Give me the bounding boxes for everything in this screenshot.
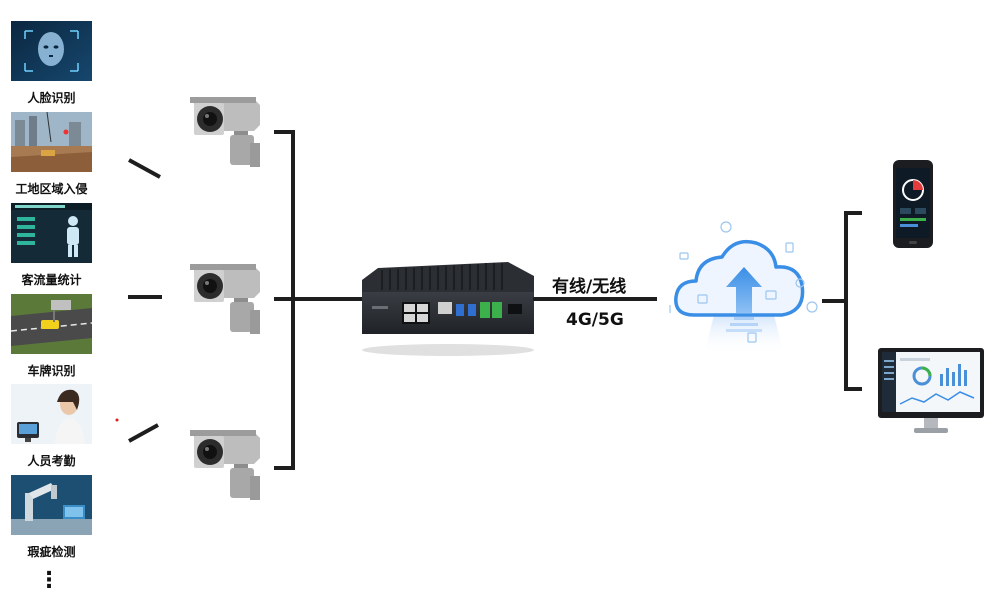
- face-recognition-icon: [11, 21, 92, 81]
- gateway-to-cloud-line: [533, 297, 657, 301]
- scenario-label: 工地区域入侵: [15, 182, 88, 196]
- scenario-label: 人员考勤: [27, 454, 76, 468]
- gateway-icon: [362, 262, 534, 356]
- phone-icon: [893, 160, 933, 248]
- dash-line-top: [128, 158, 161, 179]
- scenario-face-recognition: 人脸识别: [11, 21, 92, 106]
- scenario-defect-detection: 瑕疵检测: [11, 475, 92, 560]
- scenario-attendance: 人员考勤: [11, 384, 92, 469]
- camera-top: [190, 95, 266, 171]
- edge-gateway: [358, 258, 538, 358]
- camera-bracket-bottom: [274, 466, 295, 470]
- scenario-construction-intrusion: 工地区域入侵: [11, 112, 92, 197]
- terminal-bracket-top: [844, 211, 862, 215]
- scenario-license-plate: 车牌识别: [11, 294, 92, 379]
- camera-icon: [190, 264, 260, 334]
- dash-line-bottom: [128, 423, 159, 443]
- camera-bracket-top: [274, 130, 295, 134]
- cloud-icon: [669, 221, 818, 355]
- scenario-label: 客流量统计: [21, 273, 82, 287]
- attendance-icon: [11, 384, 92, 444]
- scenario-label: 车牌识别: [27, 364, 76, 378]
- camera-icon: [190, 97, 260, 167]
- camera-bracket-middle: [274, 297, 295, 301]
- marker-dot: [115, 418, 119, 422]
- desktop-monitor: [878, 348, 984, 436]
- scenario-label: 人脸识别: [27, 91, 76, 105]
- camera-bottom: [190, 428, 266, 504]
- terminal-bracket-vertical: [844, 211, 848, 391]
- passenger-flow-icon: [11, 203, 92, 263]
- more-indicator: ⋮: [38, 568, 60, 593]
- camera-middle: [190, 262, 266, 338]
- defect-detection-icon: [11, 475, 92, 535]
- mobile-phone: [893, 160, 933, 248]
- license-plate-icon: [11, 294, 92, 354]
- cloud-platform: [664, 215, 824, 375]
- scenario-passenger-flow: 客流量统计: [11, 203, 92, 288]
- bracket-to-gateway-line: [295, 297, 362, 301]
- scenario-label: 瑕疵检测: [27, 545, 76, 559]
- monitor-icon: [878, 348, 984, 433]
- network-type-label: 4G/5G: [566, 310, 624, 330]
- camera-icon: [190, 430, 260, 500]
- construction-site-icon: [11, 112, 92, 172]
- connection-type-label: 有线/无线: [552, 277, 627, 297]
- cloud-to-terminals-line: [822, 299, 848, 303]
- terminal-bracket-bottom: [844, 387, 862, 391]
